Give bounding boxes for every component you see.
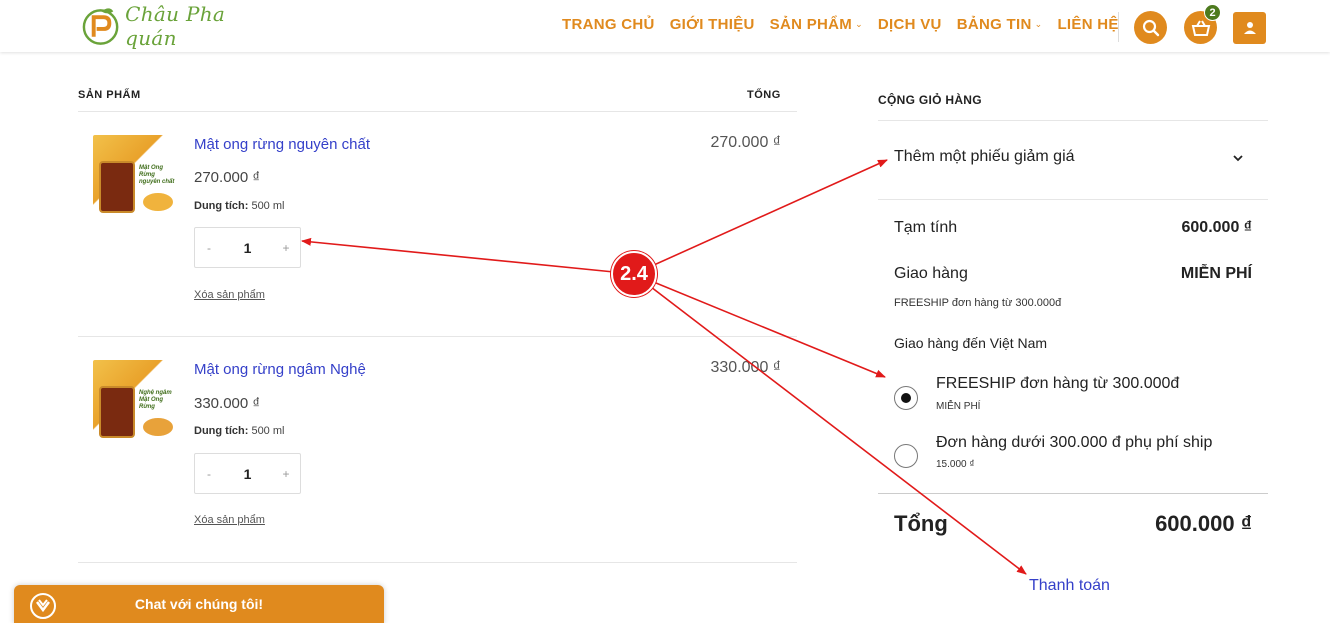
chevron-down-icon: ⌄ (1034, 19, 1043, 29)
nav-item-trang-chu[interactable]: TRANG CHỦ (562, 16, 655, 33)
quantity-stepper: - 1 + (194, 453, 301, 494)
cart-count-badge: 2 (1204, 4, 1221, 21)
turmeric-graphic (143, 418, 173, 436)
user-icon (1243, 22, 1256, 34)
product-image-text: Nghệ ngâm Mật Ong Rừng (139, 390, 172, 410)
chat-label: Chat với chúng tôi! (134, 596, 264, 612)
subtotal-label: Tạm tính (894, 219, 958, 236)
main-nav: TRANG CHỦ GIỚI THIỆU SẢN PHẨM⌄ DỊCH VỤ B… (562, 16, 1134, 33)
jar-graphic (99, 386, 135, 438)
nav-item-dich-vu[interactable]: DỊCH VỤ (877, 16, 942, 33)
shipping-option-label[interactable]: Đơn hàng dưới 300.000 đ phụ phí ship (936, 434, 1213, 451)
decrease-button[interactable]: - (207, 466, 211, 481)
increase-button[interactable]: + (282, 240, 290, 255)
product-price: 330.000 ₫ (194, 395, 261, 412)
shipping-note: FREESHIP đơn hàng từ 300.000đ (894, 297, 1062, 309)
remove-item-link[interactable]: Xóa sản phẩm (194, 289, 265, 301)
search-icon (1142, 19, 1159, 36)
brand-logo[interactable]: Châu Pha quán (80, 2, 280, 50)
nav-item-bang-tin[interactable]: BẢNG TIN⌄ (956, 16, 1043, 33)
line-total: 330.000 ₫ (710, 359, 782, 376)
divider (878, 493, 1268, 494)
nav-divider (1118, 12, 1119, 42)
coupon-toggle[interactable]: Thêm một phiếu giảm giá (894, 148, 1075, 165)
annotation-arrow (633, 159, 888, 275)
logo-mark-icon (82, 8, 119, 45)
divider (78, 336, 797, 337)
divider (78, 111, 797, 112)
product-name-link[interactable]: Mật ong rừng nguyên chất (194, 136, 370, 153)
remove-item-link[interactable]: Xóa sản phẩm (194, 514, 265, 526)
honeycomb-graphic (143, 193, 173, 211)
shipping-label: Giao hàng (894, 265, 968, 282)
increase-button[interactable]: + (282, 466, 290, 481)
divider (78, 562, 797, 563)
nav-item-san-pham[interactable]: SẢN PHẨM⌄ (769, 16, 863, 33)
search-button[interactable] (1134, 11, 1167, 44)
subtotal-value: 600.000 ₫ (1181, 219, 1253, 236)
shipping-option-radio[interactable] (894, 444, 918, 468)
account-button[interactable] (1233, 12, 1266, 44)
divider (878, 120, 1268, 121)
product-image-text: Mật Ong Rừng nguyên chất (139, 165, 175, 185)
annotation-arrow (633, 273, 1027, 575)
quantity-input[interactable]: 1 (243, 465, 252, 482)
jar-graphic (99, 161, 135, 213)
shipping-option-label[interactable]: FREESHIP đơn hàng từ 300.000đ (936, 375, 1180, 392)
ship-destination: Giao hàng đến Việt Nam (894, 335, 1048, 351)
grand-total-label: Tổng (894, 511, 948, 536)
divider (878, 199, 1268, 200)
chat-widget[interactable]: Chat với chúng tôi! (14, 585, 384, 623)
product-image[interactable]: Mật Ong Rừng nguyên chất (93, 135, 179, 221)
product-image[interactable]: Nghệ ngâm Mật Ong Rừng (93, 360, 179, 446)
quantity-input[interactable]: 1 (243, 239, 252, 256)
shipping-option-price: MIỄN PHÍ (936, 401, 981, 412)
product-price: 270.000 ₫ (194, 169, 261, 186)
quantity-stepper: - 1 + (194, 227, 301, 268)
annotation-badge: 2.4 (611, 251, 657, 297)
basket-icon (1191, 19, 1210, 36)
annotation-arrow (301, 237, 635, 275)
decrease-button[interactable]: - (207, 240, 211, 255)
chevron-down-icon: ⌄ (855, 19, 863, 29)
line-total: 270.000 ₫ (710, 134, 782, 151)
shipping-value: MIỄN PHÍ (1180, 265, 1252, 282)
column-header-total: TỔNG (747, 89, 781, 101)
chat-logo-icon (30, 593, 56, 619)
product-attribute: Dung tích: 500 ml (194, 425, 285, 437)
grand-total-value: 600.000 ₫ (1155, 511, 1252, 536)
shipping-option-price: 15.000 ₫ (936, 459, 975, 470)
cart-totals-title: CỘNG GIỎ HÀNG (878, 93, 982, 107)
checkout-button[interactable]: Thanh toán (1029, 577, 1110, 594)
shipping-option-radio[interactable] (894, 386, 918, 410)
site-header: Châu Pha quán TRANG CHỦ GIỚI THIỆU SẢN P… (0, 0, 1330, 52)
column-header-product: SẢN PHẨM (78, 89, 141, 101)
chevron-down-icon[interactable] (1232, 152, 1244, 164)
nav-item-gioi-thieu[interactable]: GIỚI THIỆU (669, 16, 755, 33)
product-name-link[interactable]: Mật ong rừng ngâm Nghệ (194, 361, 366, 378)
product-attribute: Dung tích: 500 ml (194, 200, 285, 212)
brand-name: Châu Pha quán (125, 2, 226, 50)
nav-item-lien-he[interactable]: LIÊN HỆ (1057, 16, 1119, 33)
